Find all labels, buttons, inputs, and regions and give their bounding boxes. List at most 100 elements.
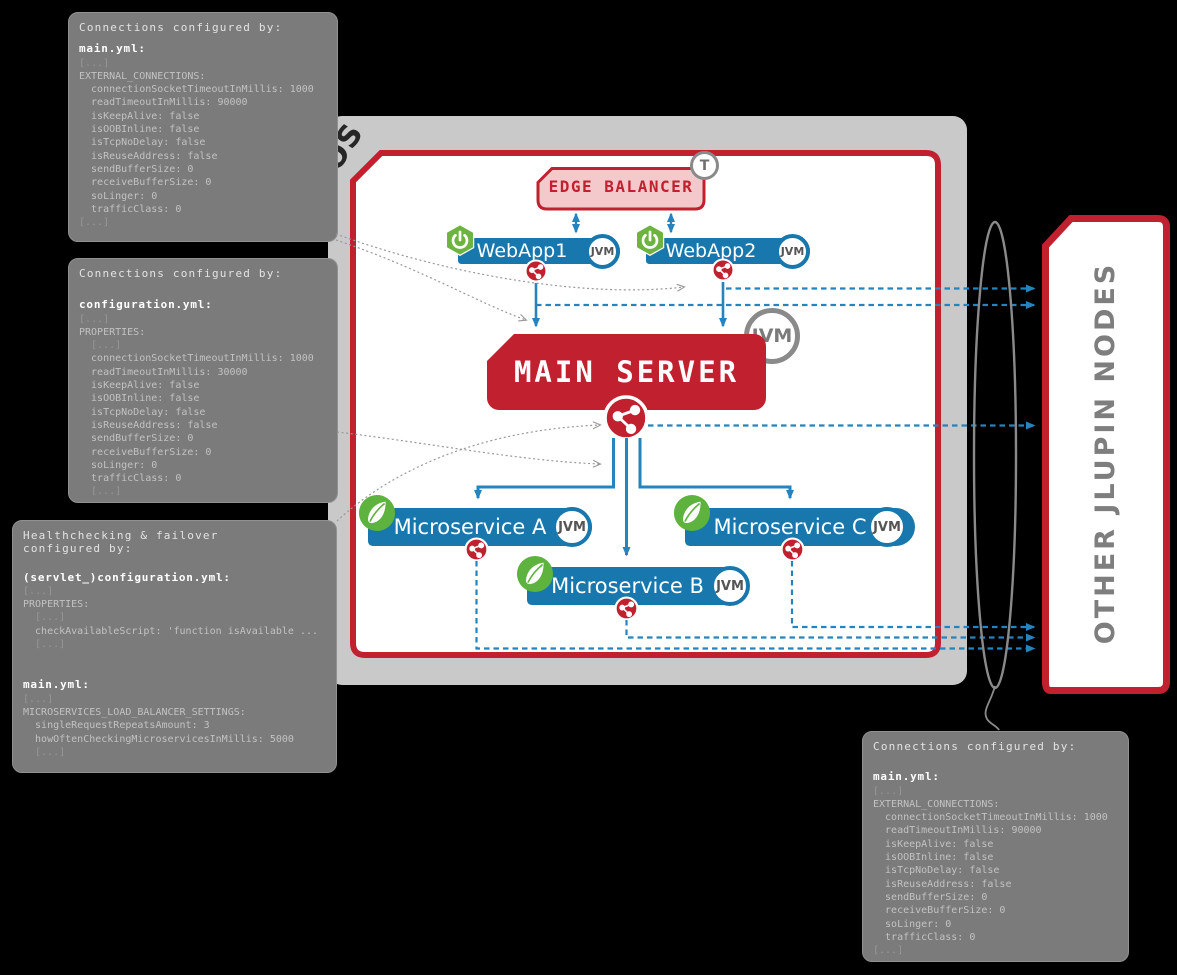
config-file-label: configuration.yml: [79, 298, 213, 312]
config-line: trafficClass: 0 [79, 473, 182, 485]
config-line: sendBufferSize: 0 [873, 891, 988, 903]
config-line: connectionSocketTimeoutInMillis: 1000 [873, 812, 1108, 824]
microservice-c-jvm-badge: JVM [867, 507, 907, 547]
config-line: soLinger: 0 [79, 459, 158, 471]
config-line: isTcpNoDelay: false [79, 137, 206, 149]
config-line: readTimeoutInMillis: 90000 [873, 825, 1042, 837]
config-line: isKeepAlive: false [79, 110, 200, 122]
config-line: [...] [873, 785, 904, 797]
config-line: [...] [23, 639, 66, 651]
callout-box-external-connections-bottom: Connections configured by: main.yml: [..… [862, 731, 1129, 962]
springboot-icon [445, 223, 475, 257]
config-file-label: main.yml: [23, 678, 90, 692]
traffic-badge: T [690, 151, 719, 180]
config-line: readTimeoutInMillis: 90000 [79, 97, 248, 109]
config-line: checkAvailableScript: 'function isAvaila… [23, 625, 319, 637]
other-nodes-label: OTHER JLUPIN NODES [1089, 261, 1121, 645]
config-lines: [...]EXTERNAL_CONNECTIONS: connectionSoc… [79, 57, 327, 230]
webapp1-label: WebApp1 [476, 240, 568, 262]
config-line: sendBufferSize: 0 [79, 433, 194, 445]
config-line: singleRequestRepeatsAmount: 3 [23, 720, 210, 732]
config-lines: [...]MICROSERVICES_LOAD_BALANCER_SETTING… [23, 693, 326, 759]
config-lines: [...]PROPERTIES: [...] connectionSocketT… [79, 313, 327, 499]
config-line: connectionSocketTimeoutInMillis: 1000 [79, 84, 314, 96]
microservice-c-label: Microservice C [713, 515, 867, 539]
config-line: [...] [23, 612, 66, 624]
callout-box-external-connections-top: Connections configured by: main.yml: [..… [68, 12, 338, 242]
config-line: sendBufferSize: 0 [79, 163, 194, 175]
microservice-a-jvm-badge: JVM [552, 507, 592, 547]
callout-box-healthchecking: Healthchecking & failover configured by:… [12, 520, 337, 773]
callout-box-properties-connections: Connections configured by: configuration… [68, 258, 338, 503]
edge-balancer-label: EDGE BALANCER [548, 177, 694, 196]
config-line: [...] [23, 693, 54, 705]
main-share-icon [603, 395, 649, 441]
config-line: EXTERNAL_CONNECTIONS: [79, 70, 206, 82]
config-line: isKeepAlive: false [873, 838, 994, 850]
share-icon [524, 259, 548, 283]
spring-leaf-icon [516, 555, 554, 593]
config-line: [...] [79, 313, 110, 325]
config-line: isReuseAddress: false [79, 419, 218, 431]
config-line: [...] [79, 340, 122, 352]
config-line: [...] [23, 585, 54, 597]
config-line: isOOBInline: false [79, 393, 200, 405]
config-line: [...] [79, 57, 110, 69]
config-section: main.yml: [...]EXTERNAL_CONNECTIONS: con… [79, 42, 327, 229]
config-line: receiveBufferSize: 0 [79, 177, 212, 189]
config-line: isOOBInline: false [79, 124, 200, 136]
config-lines: [...]EXTERNAL_CONNECTIONS: connectionSoc… [873, 785, 1118, 958]
config-file-label: main.yml: [79, 42, 146, 56]
config-file-label: main.yml: [873, 770, 940, 784]
config-line: PROPERTIES: [79, 326, 146, 338]
config-line: connectionSocketTimeoutInMillis: 1000 [79, 353, 314, 365]
config-lines: [...]PROPERTIES: [...] checkAvailableScr… [23, 585, 326, 651]
springboot-icon [635, 223, 665, 257]
config-line: [...] [79, 217, 110, 229]
config-line: [...] [23, 746, 66, 758]
config-line: MICROSERVICES_LOAD_BALANCER_SETTINGS: [23, 706, 246, 718]
webapp2-label: WebApp2 [665, 240, 757, 262]
webapp1-jvm-badge: JVM [585, 234, 620, 269]
config-line: [...] [79, 486, 122, 498]
config-line: isTcpNoDelay: false [873, 865, 1000, 877]
webapp2-jvm-badge: JVM [775, 234, 810, 269]
scope-ellipse [972, 220, 1018, 690]
config-line: readTimeoutInMillis: 30000 [79, 366, 248, 378]
config-line: isKeepAlive: false [79, 380, 200, 392]
ellipse-callout-tail [984, 685, 1000, 731]
share-icon [464, 537, 489, 562]
microservice-a-label: Microservice A [393, 515, 547, 539]
config-section: main.yml: [...]MICROSERVICES_LOAD_BALANC… [23, 678, 326, 759]
callout-title: Connections configured by: [873, 740, 1077, 753]
share-icon [711, 258, 735, 282]
config-line: howOftenCheckingMicroservicesInMillis: 5… [23, 733, 294, 745]
main-server-label: MAIN SERVER [513, 355, 740, 389]
config-line: trafficClass: 0 [79, 203, 182, 215]
callout-title: Connections configured by: [79, 267, 283, 280]
config-line: trafficClass: 0 [873, 931, 976, 943]
callout-title: Healthchecking & failover configured by: [23, 529, 219, 556]
config-line: receiveBufferSize: 0 [873, 905, 1006, 917]
config-file-label: (servlet_)configuration.yml: [23, 570, 231, 584]
microservice-b-jvm-badge: JVM [710, 566, 750, 606]
spring-leaf-icon [673, 494, 711, 532]
config-line: isReuseAddress: false [873, 878, 1012, 890]
spring-leaf-icon [358, 494, 396, 532]
config-line: soLinger: 0 [873, 918, 952, 930]
config-line: soLinger: 0 [79, 190, 158, 202]
config-line: isOOBInline: false [873, 852, 994, 864]
config-line: isReuseAddress: false [79, 150, 218, 162]
share-icon [780, 537, 805, 562]
callout-title: Connections configured by: [79, 21, 283, 34]
share-icon [614, 596, 639, 621]
config-section: main.yml: [...]EXTERNAL_CONNECTIONS: con… [873, 770, 1118, 957]
config-line: PROPERTIES: [23, 599, 90, 611]
config-section: configuration.yml: [...]PROPERTIES: [...… [79, 298, 327, 498]
config-line: isTcpNoDelay: false [79, 406, 206, 418]
config-line: receiveBufferSize: 0 [79, 446, 212, 458]
microservice-b-label: Microservice B [551, 574, 704, 598]
config-line: EXTERNAL_CONNECTIONS: [873, 798, 1000, 810]
config-line: [...] [873, 945, 904, 957]
